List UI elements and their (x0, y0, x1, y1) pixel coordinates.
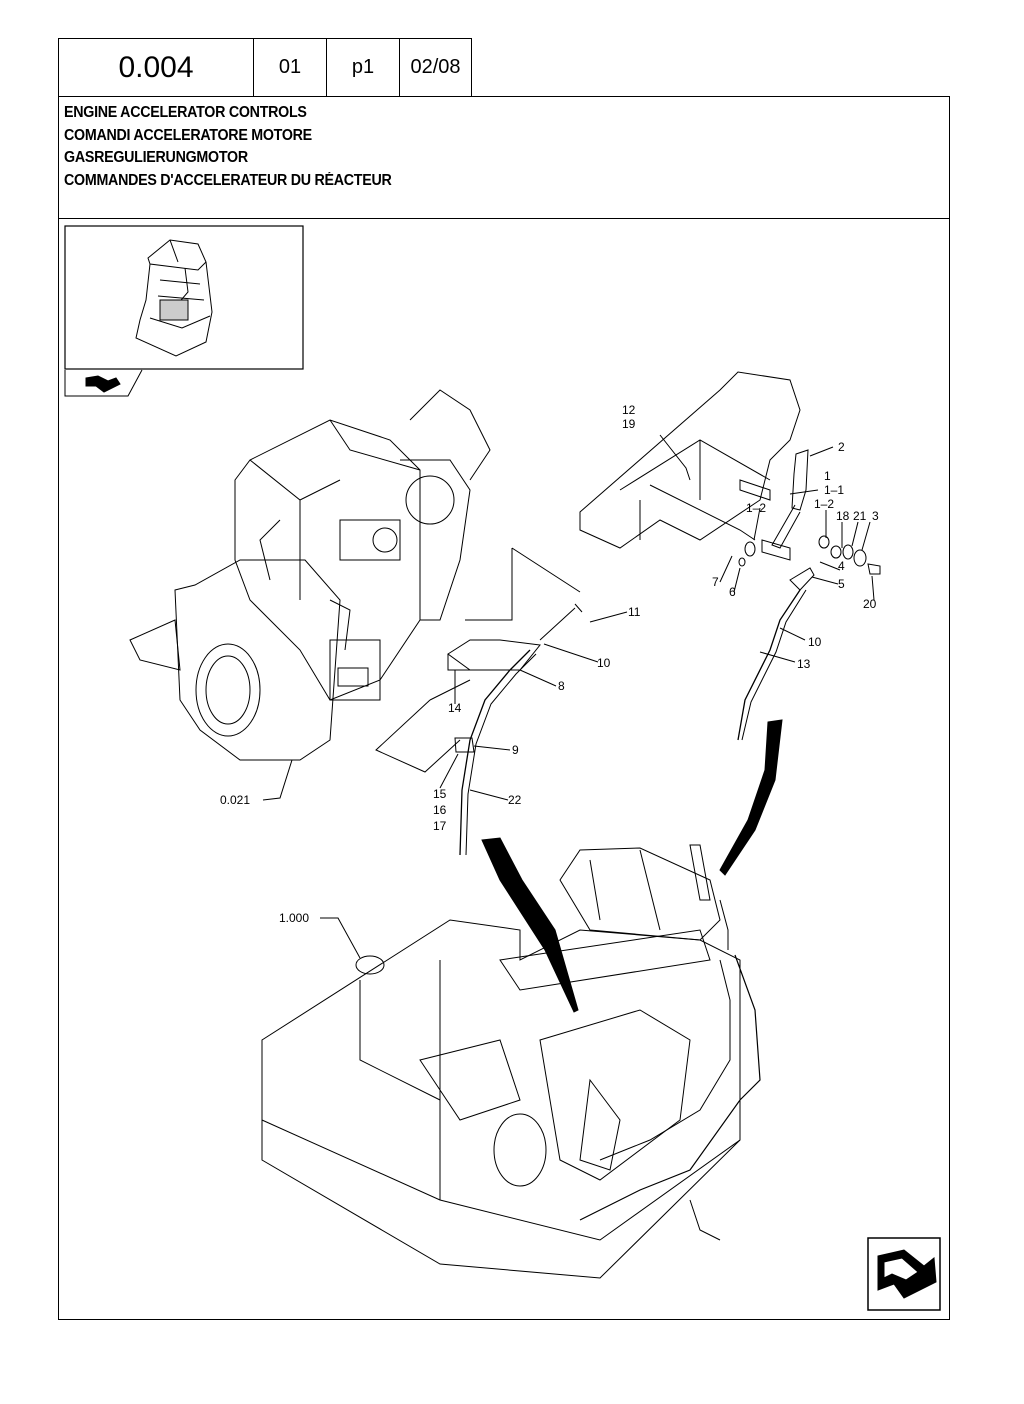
callout-14: 14 (448, 701, 462, 715)
callout-3: 3 (872, 509, 879, 523)
callout-18: 18 (836, 509, 850, 523)
callout-17: 17 (433, 819, 447, 833)
callout-5: 5 (838, 577, 845, 591)
ref-frame: 1.000 (279, 911, 309, 925)
callout-4: 4 (838, 559, 845, 573)
engine-drawing (129, 389, 491, 761)
flow-arrow-right (719, 719, 783, 876)
arrow-nav-icon[interactable] (64, 369, 143, 397)
callout-6: 6 (729, 585, 736, 599)
callout-11: 11 (628, 605, 641, 619)
part-callouts: 12 19 2 1 1–1 1–2 1–2 18 21 3 4 5 7 6 20… (220, 403, 879, 925)
callout-13: 13 (797, 657, 811, 671)
title-fr: COMMANDES D'ACCELERATEUR DU RÉACTEUR (64, 171, 392, 189)
chassis-drawing (261, 844, 761, 1279)
callout-1: 1 (824, 469, 831, 483)
callout-22: 22 (508, 793, 522, 807)
title-block: ENGINE ACCELERATOR CONTROLS COMANDI ACCE… (59, 97, 949, 219)
callout-19: 19 (622, 417, 636, 431)
lever-bracket-drawing (579, 371, 801, 549)
excavator-cab-thumbnail (64, 225, 304, 370)
callout-20: 20 (863, 597, 877, 611)
continue-arrow-icon[interactable] (867, 1237, 941, 1311)
title-de: GASREGULIERUNGMOTOR (64, 149, 248, 166)
callout-7: 7 (712, 575, 719, 589)
title-en: ENGINE ACCELERATOR CONTROLS (64, 104, 307, 121)
callout-1-1: 1–1 (824, 483, 844, 497)
callout-15: 15 (433, 787, 447, 801)
flow-arrow-left (481, 837, 579, 1013)
callout-1-2-right: 1–2 (814, 497, 834, 511)
callout-10-right: 10 (808, 635, 822, 649)
page-frame: ENGINE ACCELERATOR CONTROLS COMANDI ACCE… (58, 96, 950, 1320)
callout-8: 8 (558, 679, 565, 693)
title-it: COMANDI ACCELERATORE MOTORE (64, 126, 312, 144)
callout-2: 2 (838, 440, 845, 454)
callout-16: 16 (433, 803, 447, 817)
callout-1-2-left: 1–2 (746, 501, 766, 515)
callout-9: 9 (512, 743, 519, 757)
callout-10-left: 10 (597, 656, 611, 670)
callout-21: 21 (853, 509, 867, 523)
ref-engine: 0.021 (220, 793, 250, 807)
callout-12: 12 (622, 403, 636, 417)
throttle-lever (738, 449, 881, 591)
